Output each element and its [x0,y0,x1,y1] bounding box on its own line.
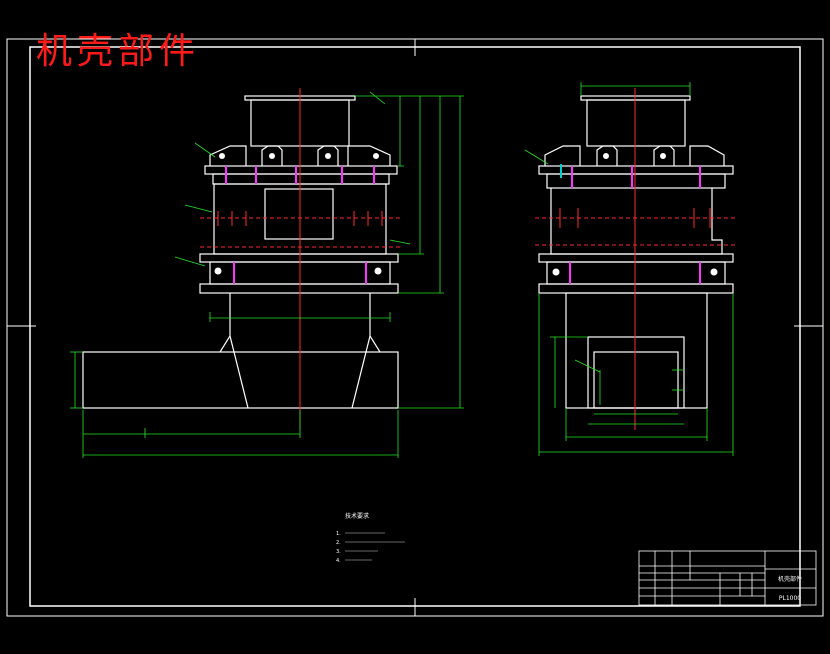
title-block [638,550,817,606]
drawing-title-stamp: 机壳部件 [36,31,201,72]
note-line-2: 2. [336,540,341,546]
outer-border [6,38,824,617]
tech-notes: 技术要求 1. 2. 3. 4. [336,512,405,564]
side-view [524,82,738,456]
note-line-3: 3. [336,549,341,555]
title-block-part-number: PL1000 [779,595,801,602]
notes-heading: 技术要求 [345,512,369,520]
note-line-1: 1. [336,531,341,537]
note-line-4: 4. [336,558,341,564]
title-block-drawing-name: 机壳部件 [778,575,802,583]
centering-marks [7,39,823,616]
front-view [70,88,464,458]
